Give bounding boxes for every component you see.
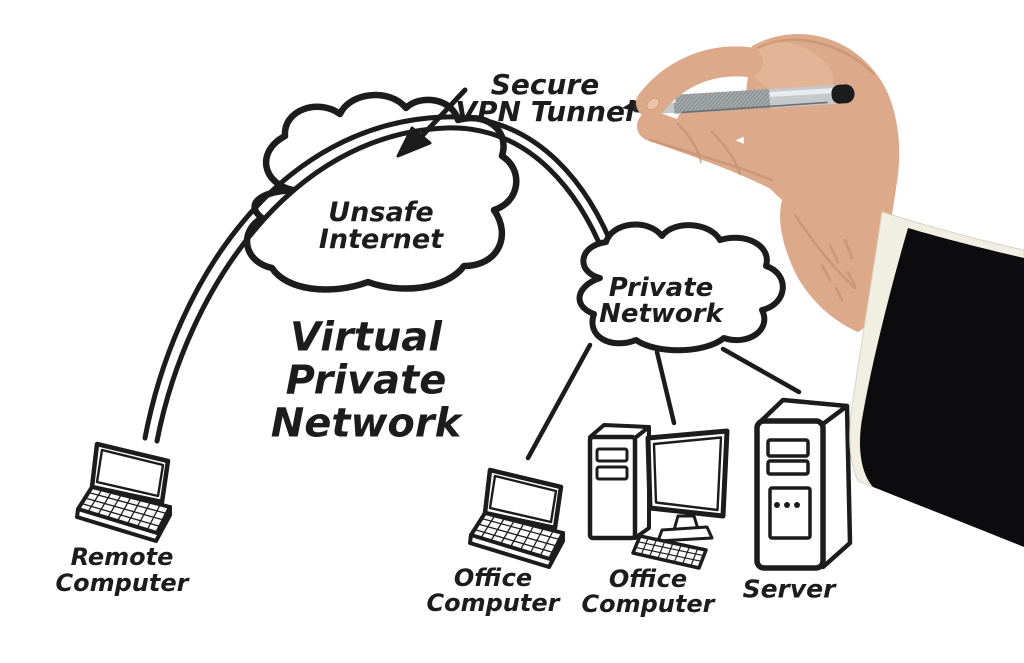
server-icon bbox=[754, 397, 853, 571]
office-desktop-label: Office Computer bbox=[581, 565, 715, 618]
private-network-label: Private Network bbox=[599, 273, 723, 329]
diagram-title: Virtual Private Network bbox=[270, 314, 462, 447]
tunnel-arrow-icon bbox=[396, 87, 468, 158]
ink-layer bbox=[77, 33, 1024, 571]
tunnel-label-line2: VPN Tunnel bbox=[455, 95, 635, 128]
office-laptop-label: Office Computer bbox=[426, 564, 560, 617]
link-office-desktop bbox=[654, 349, 677, 426]
knuckle-highlight bbox=[746, 41, 834, 99]
unsafe-internet-cloud bbox=[243, 91, 520, 293]
index-finger bbox=[636, 46, 763, 118]
network-links bbox=[525, 342, 802, 461]
remote-computer-label: Remote Computer bbox=[55, 543, 189, 597]
office-desktop-icon bbox=[587, 423, 730, 570]
hand-creases bbox=[648, 38, 876, 302]
thumb bbox=[637, 111, 801, 195]
link-server bbox=[720, 346, 802, 395]
private-network-cloud bbox=[576, 221, 786, 354]
hand-back bbox=[743, 33, 900, 332]
suit-sleeve bbox=[860, 228, 1024, 547]
tunnel-label: Secure VPN Tunnel bbox=[455, 68, 635, 128]
link-office-laptop bbox=[525, 342, 593, 461]
office-laptop-icon bbox=[470, 470, 563, 567]
fingernail bbox=[646, 97, 660, 111]
unsafe-internet-label: Unsafe Internet bbox=[318, 197, 444, 255]
tunnel-label-line1: Secure bbox=[490, 68, 600, 101]
vpn-tunnel-arc bbox=[142, 114, 620, 444]
remote-computer-icon bbox=[77, 444, 170, 541]
hand-with-pen bbox=[622, 33, 1024, 547]
server-label: Server bbox=[742, 574, 836, 604]
